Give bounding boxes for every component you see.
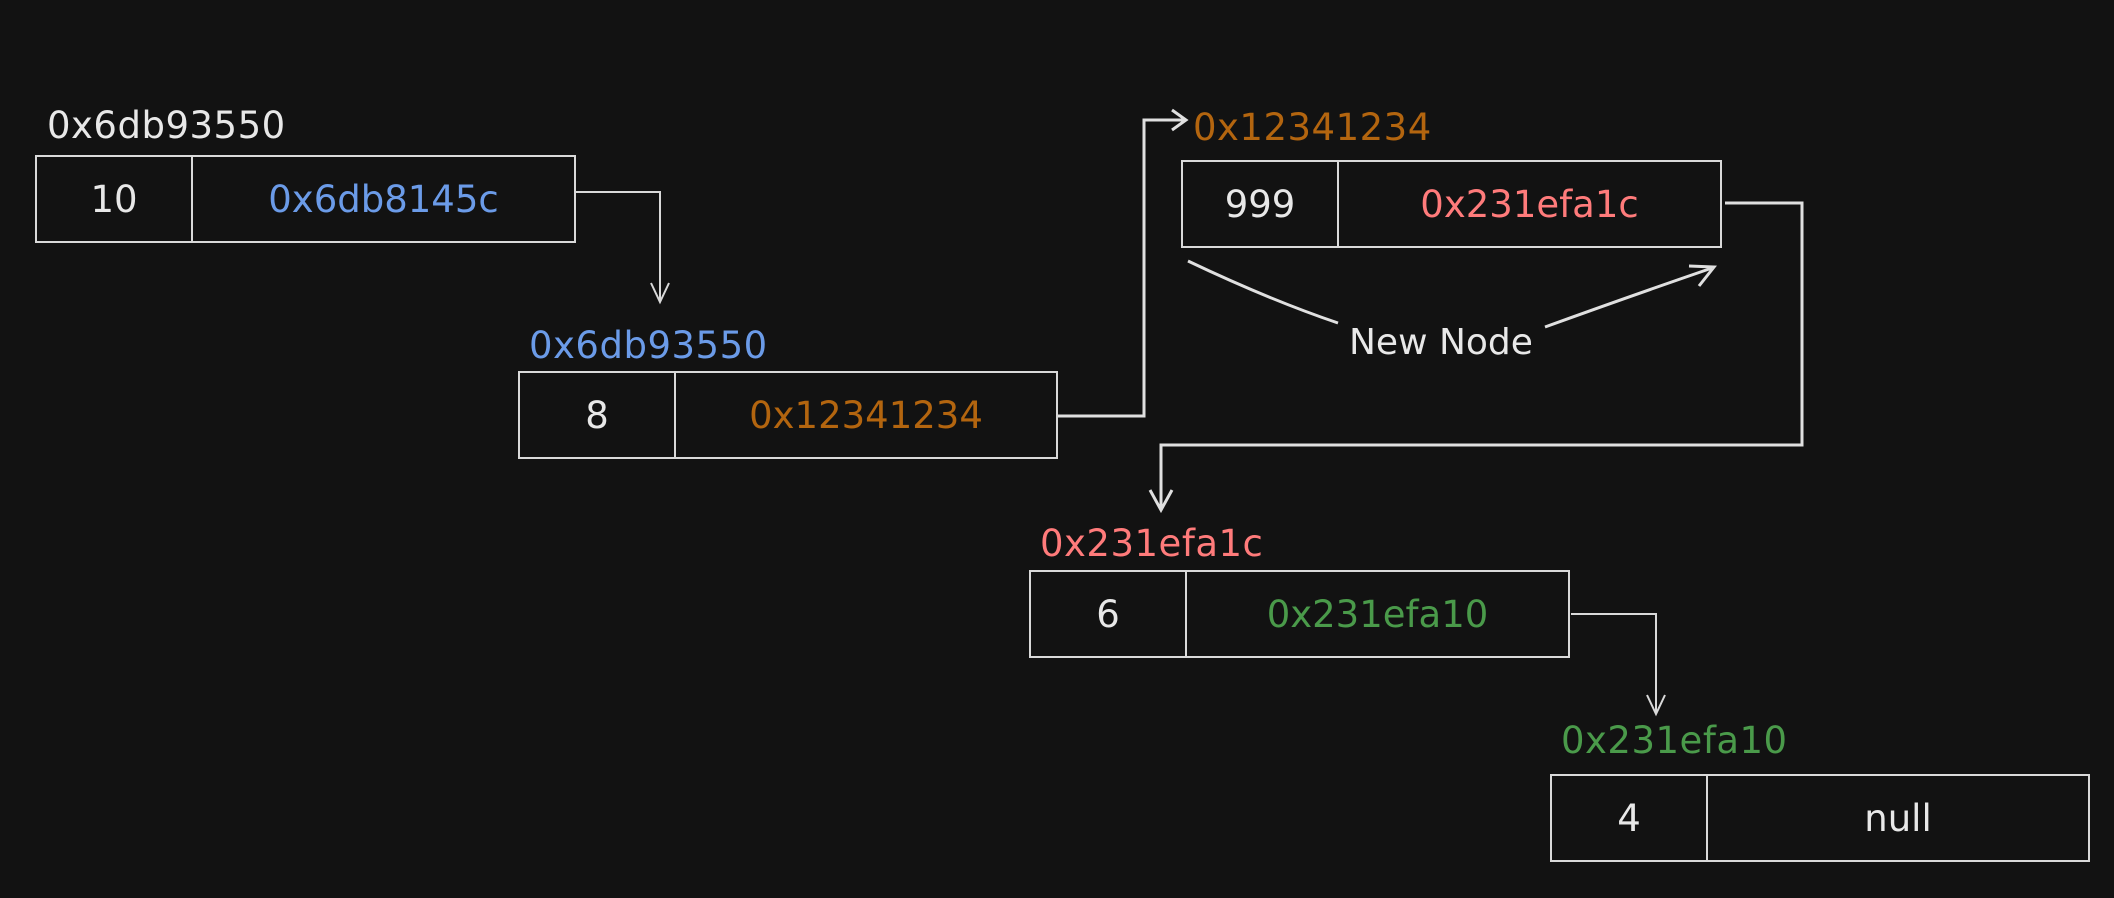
arrowhead-n1-n2: [650, 282, 670, 305]
new-node-arrowhead: [1688, 264, 1718, 287]
node-address: 0x6db93550: [47, 104, 286, 147]
link-arrow-n4-n5: [1571, 613, 1657, 712]
arrowhead-n2-n3: [1171, 108, 1189, 132]
node-value: 4: [1552, 776, 1708, 860]
arrowhead-n3-n4: [1148, 489, 1174, 514]
node-next-pointer: 0x231efa1c: [1420, 182, 1639, 226]
node-value: 999: [1183, 162, 1339, 246]
link-arrow-n2-n3: [1057, 118, 1185, 418]
node-next-pointer: 0x12341234: [749, 393, 983, 437]
new-node-label: New Node: [1349, 322, 1533, 363]
node-address: 0x231efa10: [1561, 719, 1788, 762]
list-node: 8 0x12341234: [518, 371, 1058, 459]
link-arrow-n1-n2: [575, 191, 661, 300]
list-node: 10 0x6db8145c: [35, 155, 576, 243]
link-arrow-n3-n4: [1159, 201, 1804, 508]
node-address: 0x12341234: [1193, 106, 1432, 149]
node-address: 0x6db93550: [529, 324, 768, 367]
node-address: 0x231efa1c: [1040, 522, 1264, 565]
new-node-right-stroke: [1544, 266, 1713, 329]
node-value: 10: [37, 157, 193, 241]
new-node-left-stroke: [1187, 259, 1339, 325]
arrowhead-n4-n5: [1646, 694, 1666, 717]
node-next-pointer: 0x6db8145c: [268, 177, 499, 221]
node-next-pointer: null: [1864, 796, 1932, 840]
list-node: 999 0x231efa1c: [1181, 160, 1722, 248]
node-value: 6: [1031, 572, 1187, 656]
list-node: 6 0x231efa10: [1029, 570, 1570, 658]
node-value: 8: [520, 373, 676, 457]
node-next-pointer: 0x231efa10: [1266, 592, 1489, 636]
list-node: 4 null: [1550, 774, 2090, 862]
